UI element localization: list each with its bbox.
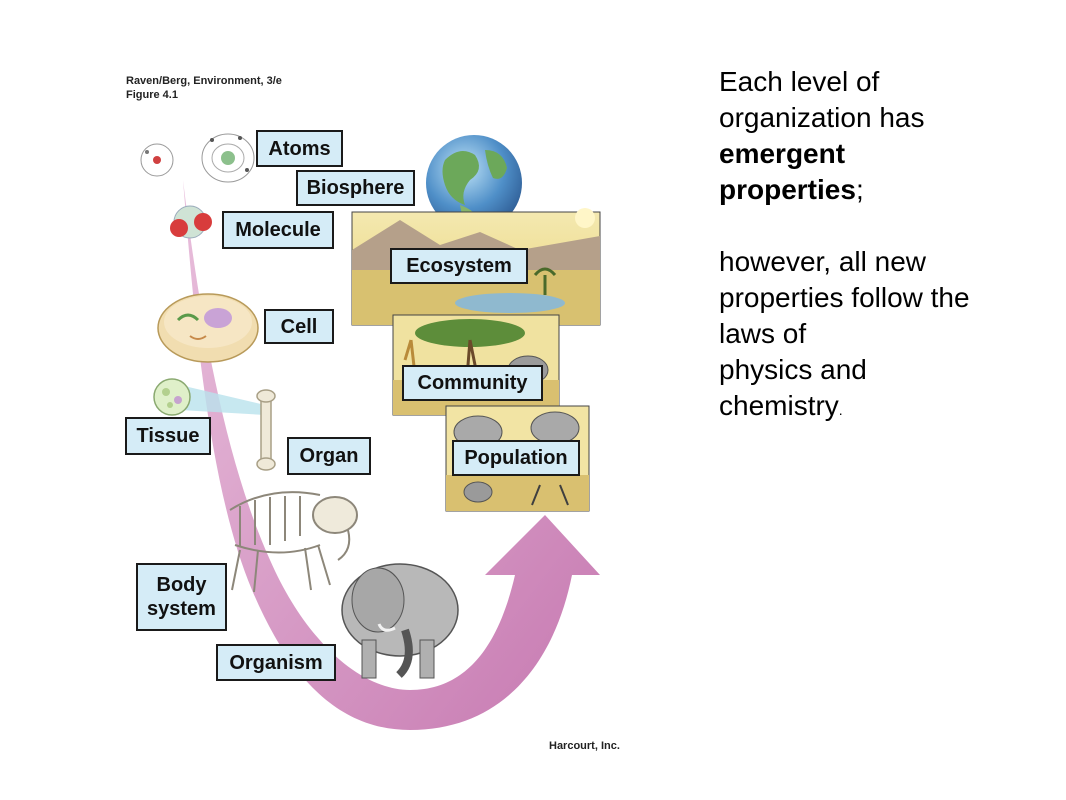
figure-credit: Harcourt, Inc. (549, 740, 620, 752)
atom-illustration (140, 133, 255, 183)
label-tissue: Tissue (125, 417, 211, 455)
organ-bone-illustration (256, 389, 276, 471)
text-line-9: chemistry (719, 390, 839, 421)
text-semicolon: ; (855, 174, 864, 205)
label-cell: Cell (264, 309, 334, 344)
globe-illustration (426, 135, 522, 231)
elephant-illustration (341, 563, 459, 679)
explanation-text: Each level of organization has emergent … (719, 64, 1019, 428)
elephant-skeleton-illustration (229, 491, 358, 593)
caption-figure-number: Figure 4.1 (126, 89, 178, 101)
label-body-system-line2: system (147, 598, 216, 620)
text-properties: properties (719, 174, 856, 205)
text-line-6: properties follow the (719, 282, 970, 313)
label-atoms: Atoms (256, 130, 343, 167)
label-biosphere: Biosphere (296, 170, 415, 206)
text-line-1: Each level of (719, 66, 880, 97)
text-emergent: emergent (719, 138, 846, 169)
label-body-system-line1: Body (156, 574, 207, 596)
label-organism: Organism (216, 644, 336, 681)
label-ecosystem: Ecosystem (390, 248, 528, 284)
label-population: Population (452, 440, 580, 476)
cell-illustration (157, 293, 259, 363)
label-community: Community (402, 365, 543, 401)
text-line-2: organization has (719, 102, 925, 133)
label-body-system: Body system (136, 563, 227, 631)
text-line-8: physics and (719, 354, 867, 385)
text-line-5: however, all new (719, 246, 927, 277)
label-organ: Organ (287, 437, 371, 475)
molecule-illustration (170, 205, 212, 239)
label-molecule: Molecule (222, 211, 334, 249)
text-trailing-dot: . (838, 402, 843, 418)
caption-source: Raven/Berg, Environment, 3/e (126, 75, 282, 87)
figure-caption: Raven/Berg, Environment, 3/e Figure 4.1 (126, 74, 282, 102)
tissue-illustration (153, 378, 265, 416)
text-line-7: laws of (719, 318, 807, 349)
